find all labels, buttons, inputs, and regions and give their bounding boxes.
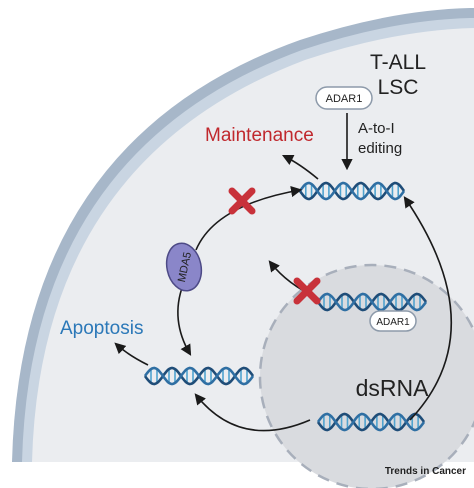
helix-strand (298, 181, 406, 201)
helix-strand (143, 366, 255, 386)
dsrna-helix-nuclear-bound (316, 292, 428, 312)
cell-label-line2: LSC (378, 76, 419, 99)
adar1-top-label: ADAR1 (326, 93, 363, 105)
dsrna-helix-nuclear (316, 412, 426, 432)
inhibit-cross-nucleus (293, 277, 321, 305)
maintenance-label: Maintenance (205, 125, 314, 146)
editing-label-line2: editing (358, 140, 402, 157)
adar1-enzyme-top: ADAR1 (315, 86, 373, 110)
helix-strand (316, 292, 428, 312)
adar1-nucleus-label: ADAR1 (376, 317, 410, 328)
cell-label-line1: T-ALL (370, 51, 426, 74)
dsrna-helix-cytosolic (143, 366, 255, 386)
editing-label-line1: A-to-I (358, 120, 395, 137)
arrow-to-maintenance (281, 154, 319, 180)
arrow-nucleus-to-apoptosis-helix (194, 393, 311, 432)
dsrna-helix-edited (298, 181, 406, 201)
arrow-mda5-to-apoptosis-helix (177, 284, 192, 356)
adar1-enzyme-nucleus: ADAR1 (369, 310, 417, 332)
journal-footer: Trends in Cancer (384, 466, 466, 477)
arrow-nucleus-to-top (403, 196, 453, 421)
inhibit-cross-top (228, 187, 256, 215)
nucleus (258, 263, 474, 488)
arrow-to-apoptosis (114, 342, 149, 366)
helix-strand (316, 412, 426, 432)
apoptosis-label: Apoptosis (60, 318, 143, 339)
dsrna-label: dsRNA (356, 375, 430, 401)
mda5-sensor: MDA5 (165, 242, 203, 292)
